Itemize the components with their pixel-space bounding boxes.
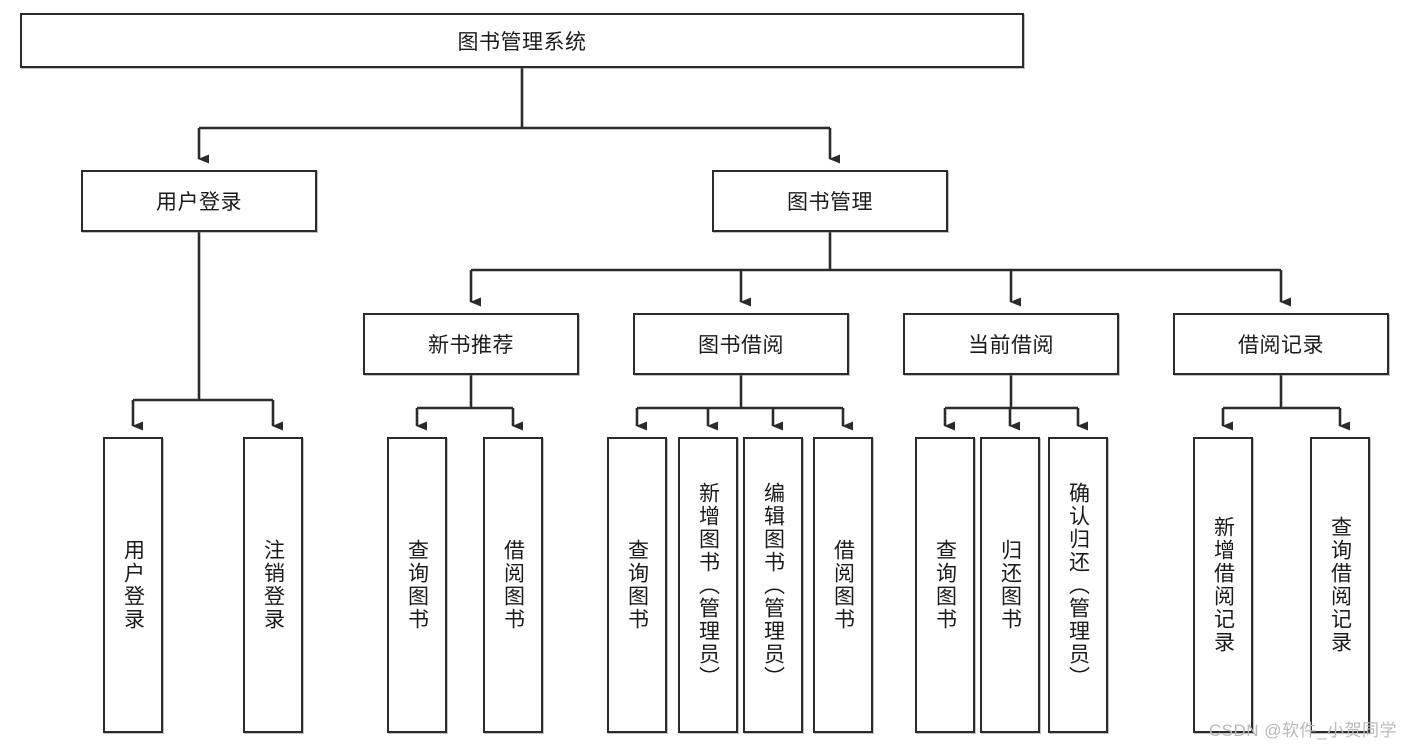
- node-box-borrow[interactable]: 图书借阅: [633, 313, 849, 375]
- node-label-l2: 注销登录: [261, 539, 285, 631]
- node-box-l8[interactable]: 借阅图书: [813, 437, 873, 733]
- node-box-l6[interactable]: 新增图书（管理员）: [678, 437, 738, 733]
- node-label-l8: 借阅图书: [831, 539, 855, 631]
- node-box-l13[interactable]: 查询借阅记录: [1310, 437, 1370, 733]
- node-label-records: 借阅记录: [1238, 334, 1324, 357]
- node-label-l10: 归还图书: [998, 539, 1022, 631]
- node-box-l11[interactable]: 确认归还（管理员）: [1048, 437, 1108, 733]
- node-box-l1[interactable]: 用户登录: [103, 437, 163, 733]
- node-label-login: 用户登录: [156, 191, 242, 214]
- node-label-l9: 查询图书: [933, 539, 957, 631]
- node-box-newbook[interactable]: 新书推荐: [363, 313, 579, 375]
- node-label-l1: 用户登录: [121, 539, 145, 631]
- node-box-login[interactable]: 用户登录: [81, 170, 317, 232]
- node-label-current: 当前借阅: [968, 334, 1054, 357]
- node-box-current[interactable]: 当前借阅: [903, 313, 1119, 375]
- node-box-records[interactable]: 借阅记录: [1173, 313, 1389, 375]
- node-label-l11: 确认归还（管理员）: [1066, 481, 1090, 689]
- node-label-l4: 借阅图书: [501, 539, 525, 631]
- node-label-newbook: 新书推荐: [428, 334, 514, 357]
- node-box-root[interactable]: 图书管理系统: [20, 13, 1024, 68]
- node-label-borrow: 图书借阅: [698, 334, 784, 357]
- node-box-l9[interactable]: 查询图书: [915, 437, 975, 733]
- node-box-l4[interactable]: 借阅图书: [483, 437, 543, 733]
- node-box-bookmgmt[interactable]: 图书管理: [712, 170, 948, 232]
- node-label-l3: 查询图书: [405, 539, 429, 631]
- csdn-watermark: CSDN @软件_小贺同学: [1208, 721, 1397, 740]
- node-box-l2[interactable]: 注销登录: [243, 437, 303, 733]
- node-label-l13: 查询借阅记录: [1328, 516, 1352, 654]
- node-box-l10[interactable]: 归还图书: [980, 437, 1040, 733]
- node-label-root: 图书管理系统: [457, 30, 587, 54]
- node-label-l12: 新增借阅记录: [1211, 516, 1235, 654]
- node-label-l7: 编辑图书（管理员）: [761, 481, 785, 689]
- node-label-l5: 查询图书: [625, 539, 649, 631]
- node-box-l7[interactable]: 编辑图书（管理员）: [743, 437, 803, 733]
- node-box-l3[interactable]: 查询图书: [387, 437, 447, 733]
- node-label-l6: 新增图书（管理员）: [696, 481, 720, 689]
- node-box-l12[interactable]: 新增借阅记录: [1193, 437, 1253, 733]
- node-box-l5[interactable]: 查询图书: [607, 437, 667, 733]
- node-label-bookmgmt: 图书管理: [787, 191, 873, 214]
